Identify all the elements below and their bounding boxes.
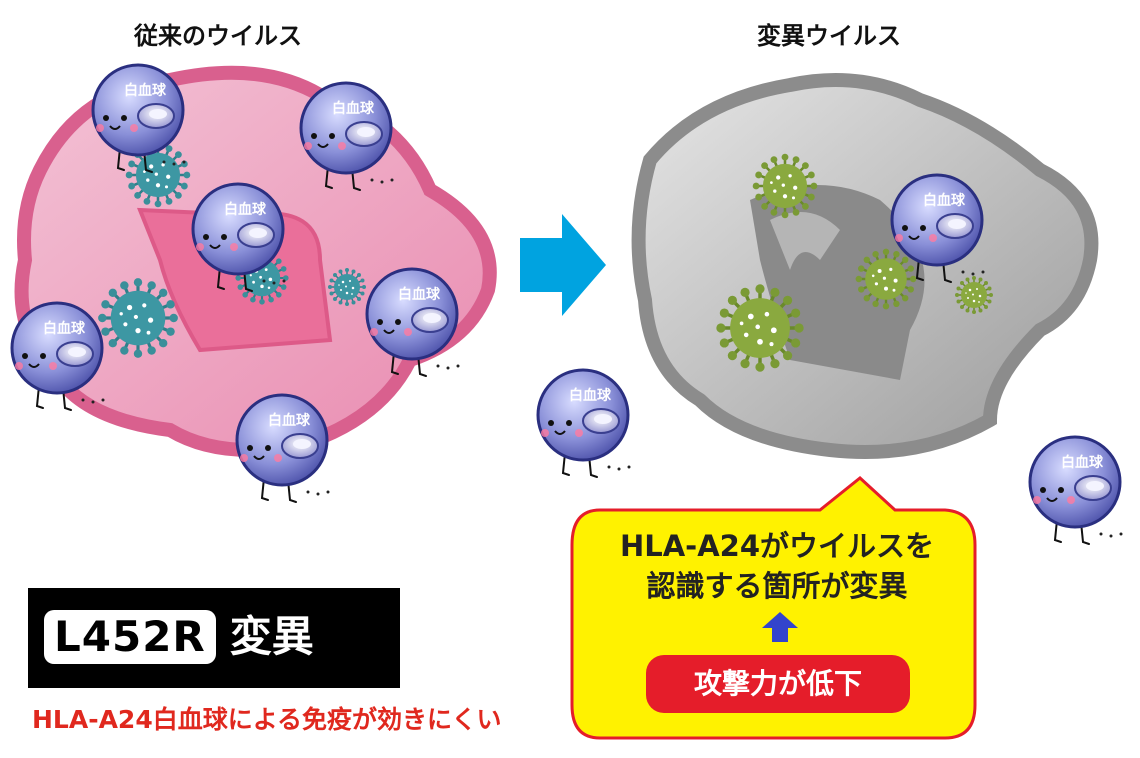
white-blood-cell-icon: 白血球 [191,182,287,293]
variant-virus-icon [854,247,918,311]
virus-icon [327,267,367,307]
effect-pill: 攻撃力が低下 [646,655,910,713]
white-blood-cell-icon: 白血球 [365,267,461,378]
variant-virus-icon [954,275,994,315]
transition-arrow-icon [520,214,606,316]
svg-text:白血球: 白血球 [398,286,441,303]
immunity-caption: HLA-A24白血球による免疫が効きにくい [32,705,502,734]
svg-text:白血球: 白血球 [224,201,267,218]
heading-variant-virus: 変異ウイルス [757,22,901,50]
svg-text:白血球: 白血球 [332,100,375,117]
variant-virus-icon [751,152,819,220]
white-blood-cell-icon: 白血球 [536,368,632,479]
mutation-code: L452R [44,610,216,664]
white-blood-cell-icon: 白血球 [10,301,106,412]
svg-text:白血球: 白血球 [124,82,167,99]
svg-text:白血球: 白血球 [268,412,311,429]
white-blood-cell-icon: 白血球 [91,63,187,174]
white-blood-cell-icon: 白血球 [235,393,331,504]
variant-virus-icon [714,282,806,374]
svg-text:白血球: 白血球 [43,320,86,337]
callout-line-1: HLA-A24がウイルスを [619,529,935,563]
white-blood-cell-icon: 白血球 [299,81,395,192]
svg-text:白血球: 白血球 [1061,454,1104,471]
white-blood-cell-icon: 白血球 [890,173,986,284]
heading-conventional-virus: 従来のウイルス [134,22,302,50]
mutation-badge: L452R 変異 [28,588,400,688]
white-blood-cell-icon: 白血球 [1028,435,1124,546]
mutation-label: 変異 [229,612,314,661]
callout-text: HLA-A24がウイルスを 認識する箇所が変異 [572,526,982,606]
virus-icon [96,276,180,360]
infected-cell-variant [631,73,1099,459]
svg-text:白血球: 白血球 [569,387,612,404]
svg-text:白血球: 白血球 [923,192,966,209]
up-arrow-icon [762,612,798,642]
callout-line-2: 認識する箇所が変異 [646,569,908,603]
